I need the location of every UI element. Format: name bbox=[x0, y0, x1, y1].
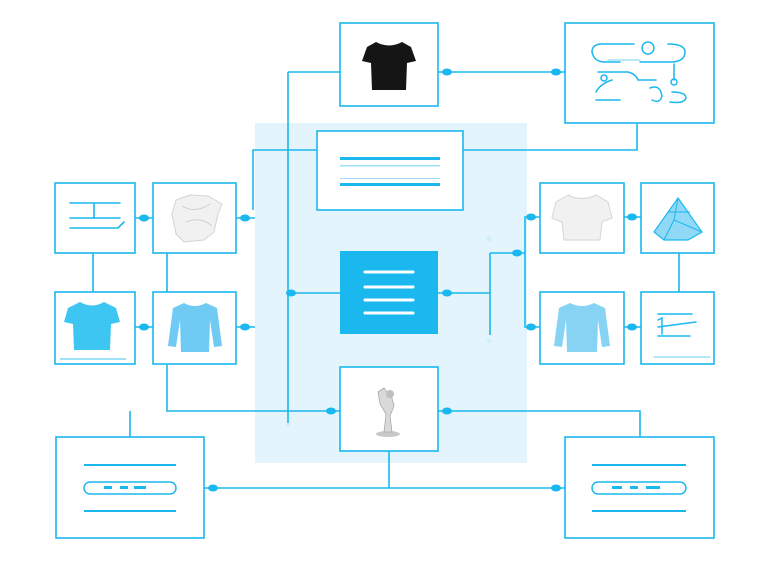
blue-tshirt-icon bbox=[60, 302, 126, 360]
bottom-right-lines bbox=[591, 464, 687, 512]
left-lines-glyph bbox=[69, 202, 125, 229]
white-crumpled-shirt-icon bbox=[171, 194, 223, 243]
node-central-hub-menu[interactable] bbox=[340, 251, 438, 334]
light-blue-longsleeve-icon bbox=[554, 303, 610, 352]
node-top-right-sketch[interactable] bbox=[564, 22, 715, 124]
connectors bbox=[92, 71, 680, 489]
faint-dots bbox=[286, 236, 492, 427]
bottom-left-lines bbox=[83, 464, 177, 512]
center-text-lines bbox=[340, 157, 440, 186]
sketch-doodle-icon bbox=[591, 41, 687, 104]
crystal-icon bbox=[653, 196, 703, 241]
blue-longsleeve-icon bbox=[168, 303, 222, 352]
black-tshirt-icon bbox=[362, 42, 416, 90]
white-tshirt-icon bbox=[551, 194, 613, 241]
hamburger-menu-icon bbox=[363, 270, 415, 315]
figurine-icon bbox=[376, 387, 400, 437]
node-bottom-right-card[interactable] bbox=[564, 436, 715, 539]
node-right-lines-card[interactable] bbox=[640, 291, 715, 365]
node-bottom-left-card[interactable] bbox=[55, 436, 205, 539]
node-center-text-card[interactable] bbox=[316, 130, 464, 211]
right-lines-glyph bbox=[653, 313, 711, 358]
connector-dots bbox=[139, 68, 637, 492]
